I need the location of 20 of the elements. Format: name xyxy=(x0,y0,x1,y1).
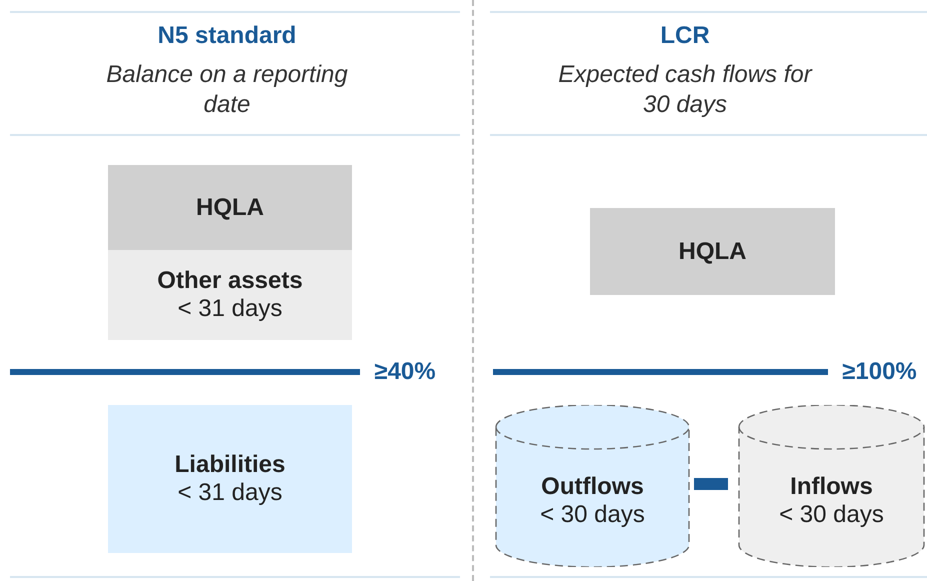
balance-block xyxy=(108,250,352,340)
block-title: HQLA xyxy=(678,238,746,266)
ratio-threshold: ≥100% xyxy=(841,358,918,386)
block-title: Outflows xyxy=(541,473,644,501)
block-title: Inflows xyxy=(790,473,873,501)
balance-block xyxy=(108,405,352,553)
ratio-threshold: ≥40% xyxy=(373,358,437,386)
block-subtitle: < 30 days xyxy=(779,501,884,529)
balance-block xyxy=(108,165,352,250)
column-subheading: Expected cash flows for 30 days xyxy=(557,60,814,120)
block-subtitle: < 31 days xyxy=(178,479,282,507)
column-subheading: Balance on a reporting date xyxy=(105,60,349,120)
balance-block xyxy=(590,208,835,295)
block-subtitle: < 31 days xyxy=(178,295,282,323)
column-heading: N5 standard xyxy=(156,22,298,50)
block-title: Liabilities xyxy=(174,451,286,479)
block-title: Other assets xyxy=(157,267,303,295)
column-heading: LCR xyxy=(659,22,711,50)
block-title: HQLA xyxy=(196,194,264,222)
block-subtitle: < 30 days xyxy=(540,501,645,529)
